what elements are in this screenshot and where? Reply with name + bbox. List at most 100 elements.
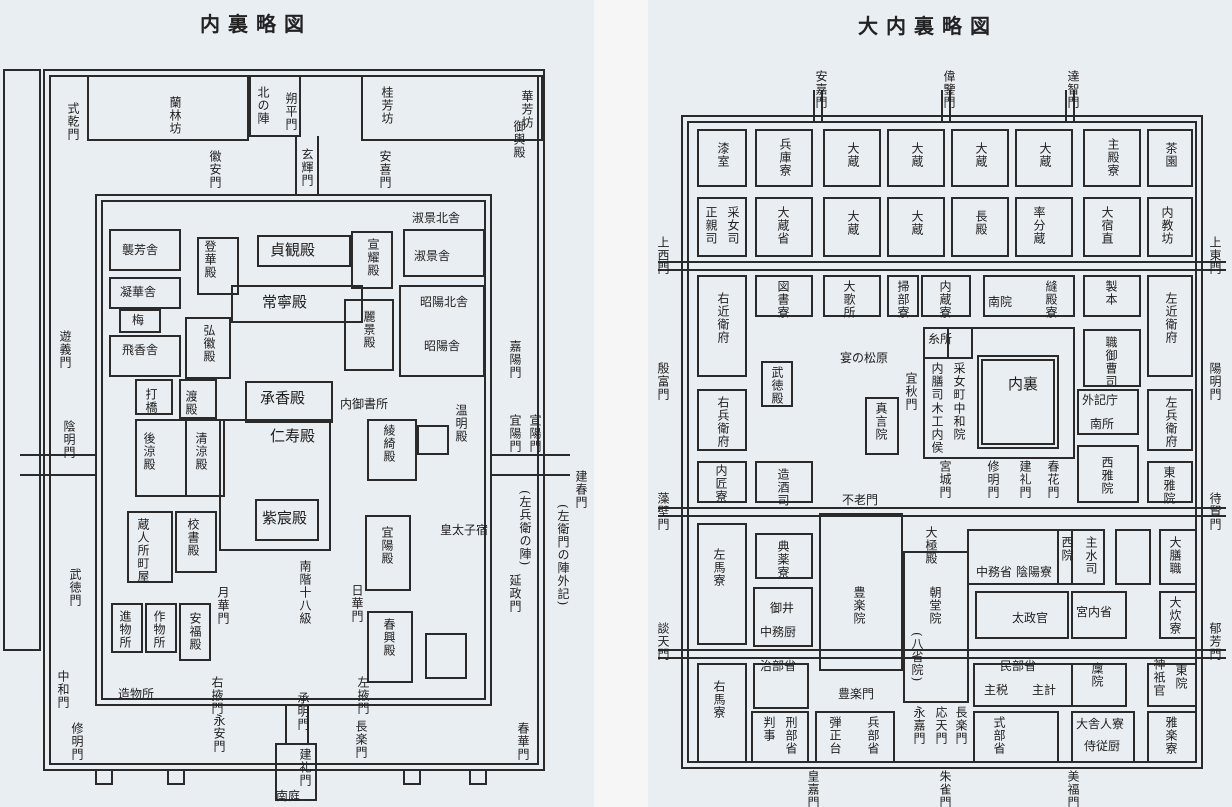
label: 飛香舎 — [122, 343, 159, 357]
dairi-title: 内裏略図 — [200, 12, 312, 36]
office-label: 率分蔵 — [1032, 206, 1046, 245]
label: 春華門 — [516, 722, 530, 761]
office-label: 朝堂院 — [928, 586, 942, 625]
office-label: 応天門 — [934, 706, 948, 745]
office-label: 雅楽寮 — [1164, 716, 1178, 755]
office-label: 大蔵省 — [776, 206, 790, 245]
office-label: 中和院 — [952, 402, 966, 441]
label: 陰明門 — [62, 420, 76, 459]
label: 梅 — [132, 313, 145, 327]
label: 登華殿 — [203, 240, 217, 279]
office-label: 太政官 — [1012, 611, 1049, 625]
office-label: 内教坊 — [1160, 206, 1174, 245]
gate-label: 朱雀門 — [938, 770, 952, 807]
office-label: 豊楽門 — [838, 687, 875, 701]
label: 中和門 — [56, 670, 70, 709]
office-label: 中務省 — [976, 565, 1013, 579]
label: 承明門 — [296, 692, 310, 731]
label: 皇太子宿 — [440, 523, 489, 537]
label: 蔵人所町屋 — [136, 518, 150, 583]
office-label: 大蔵 — [846, 210, 860, 236]
office-label: 西雅院 — [1100, 456, 1114, 495]
office-label: 漆室 — [716, 142, 730, 168]
label: 月華門 — [216, 586, 230, 625]
label: 襲芳舎 — [122, 243, 159, 257]
office-label: 神祇官 — [1152, 658, 1166, 697]
office-label: 修明門 — [986, 460, 1000, 499]
office-label: 南所 — [1090, 417, 1115, 431]
gate-label: 藻壁門 — [656, 492, 670, 531]
label: 南階十八級 — [298, 560, 312, 625]
label: 徽安門 — [208, 150, 222, 189]
label: 永安門 — [212, 714, 226, 753]
label: 宣耀殿 — [366, 238, 380, 277]
office-label: 正親司 — [704, 206, 718, 245]
label: 渡殿 — [184, 390, 198, 416]
label: 打橋 — [144, 388, 158, 414]
label: 宜陽殿 — [380, 526, 394, 565]
office-label: 刑部省 — [784, 716, 798, 755]
office-label: 糸所 — [928, 332, 953, 346]
label: 後涼殿 — [142, 432, 156, 471]
label: (左衛門の陣外記) — [556, 504, 570, 607]
office-label: 大舎人寮 — [1076, 717, 1125, 731]
dairi-label: 内裏 — [1008, 375, 1039, 393]
label: 貞観殿 — [270, 241, 316, 259]
dairi-map-lines — [3, 69, 570, 801]
office-label: 宮城門 — [938, 460, 952, 499]
office-label: 長殿 — [974, 210, 988, 236]
label: 御輿殿 — [512, 120, 526, 159]
label: 校書殿 — [186, 518, 200, 557]
office-label: 永嘉門 — [912, 706, 926, 745]
office-label: 職御曹司 — [1104, 336, 1118, 388]
office-label: 兵部省 — [866, 716, 880, 755]
gate-label: 殷富門 — [656, 362, 670, 401]
gutter — [594, 0, 648, 807]
label: 作物所 — [152, 610, 166, 649]
office-label: 民部省 — [1000, 659, 1037, 673]
gate-label: 郁芳門 — [1208, 622, 1222, 661]
gate-label: 上西門 — [656, 236, 670, 275]
office-label: 御井 — [770, 601, 795, 615]
office-label: 廩院 — [1090, 662, 1104, 688]
label: 武徳門 — [68, 568, 82, 607]
office-label: 兵庫寮 — [778, 138, 792, 177]
office-label: 内膳司 — [930, 362, 944, 401]
dairi-map: 内裏略図 朔平門 北の陣 桂芳坊 華芳坊 蘭林坊 式乾門 玄輝門 徽安門 安喜門… — [0, 0, 594, 807]
gate-label: 美福門 — [1066, 770, 1080, 807]
office-label: 右馬寮 — [712, 680, 726, 719]
gate-label: 偉鑒門 — [942, 70, 956, 109]
office-label: 大蔵 — [846, 142, 860, 168]
label: 日華門 — [350, 584, 364, 623]
office-label: 右兵衛府 — [716, 396, 730, 448]
office-label: 采女町 — [952, 362, 966, 401]
label: 延政門 — [508, 574, 522, 613]
label: 内御書所 — [340, 397, 389, 411]
office-label: 不老門 — [842, 493, 879, 507]
label: 昭陽北舎 — [420, 295, 469, 309]
label: 北の陣 — [256, 86, 270, 125]
office-label: 図書寮 — [776, 280, 790, 319]
gate-label: 皇嘉門 — [806, 770, 820, 807]
label: 遊義門 — [58, 330, 72, 369]
office-label: 木工内侯 — [930, 402, 944, 454]
label: 進物所 — [118, 610, 132, 649]
label: 温明殿 — [454, 404, 468, 443]
label: 仁寿殿 — [270, 427, 316, 445]
label: 桂芳坊 — [380, 86, 394, 125]
label: 承香殿 — [260, 389, 306, 407]
label: 宣陽門 — [528, 414, 542, 453]
daidairi-title: 大内裏略図 — [858, 14, 998, 38]
office-label: 典薬寮 — [776, 540, 790, 579]
office-label: 左近衛府 — [1164, 292, 1178, 344]
office-label: 侍従厨 — [1084, 739, 1121, 753]
label: 玄輝門 — [300, 148, 314, 187]
office-label: 右近衛府 — [716, 292, 730, 344]
office-label: 弾正台 — [828, 716, 842, 755]
office-label: 東雅院 — [1162, 466, 1176, 505]
label: 麗景殿 — [362, 310, 376, 349]
label: 右掖門 — [210, 676, 224, 715]
label: 昭陽舎 — [424, 339, 461, 353]
office-label: 主税 — [984, 683, 1009, 697]
label: (左兵衛の陣) — [518, 490, 532, 567]
